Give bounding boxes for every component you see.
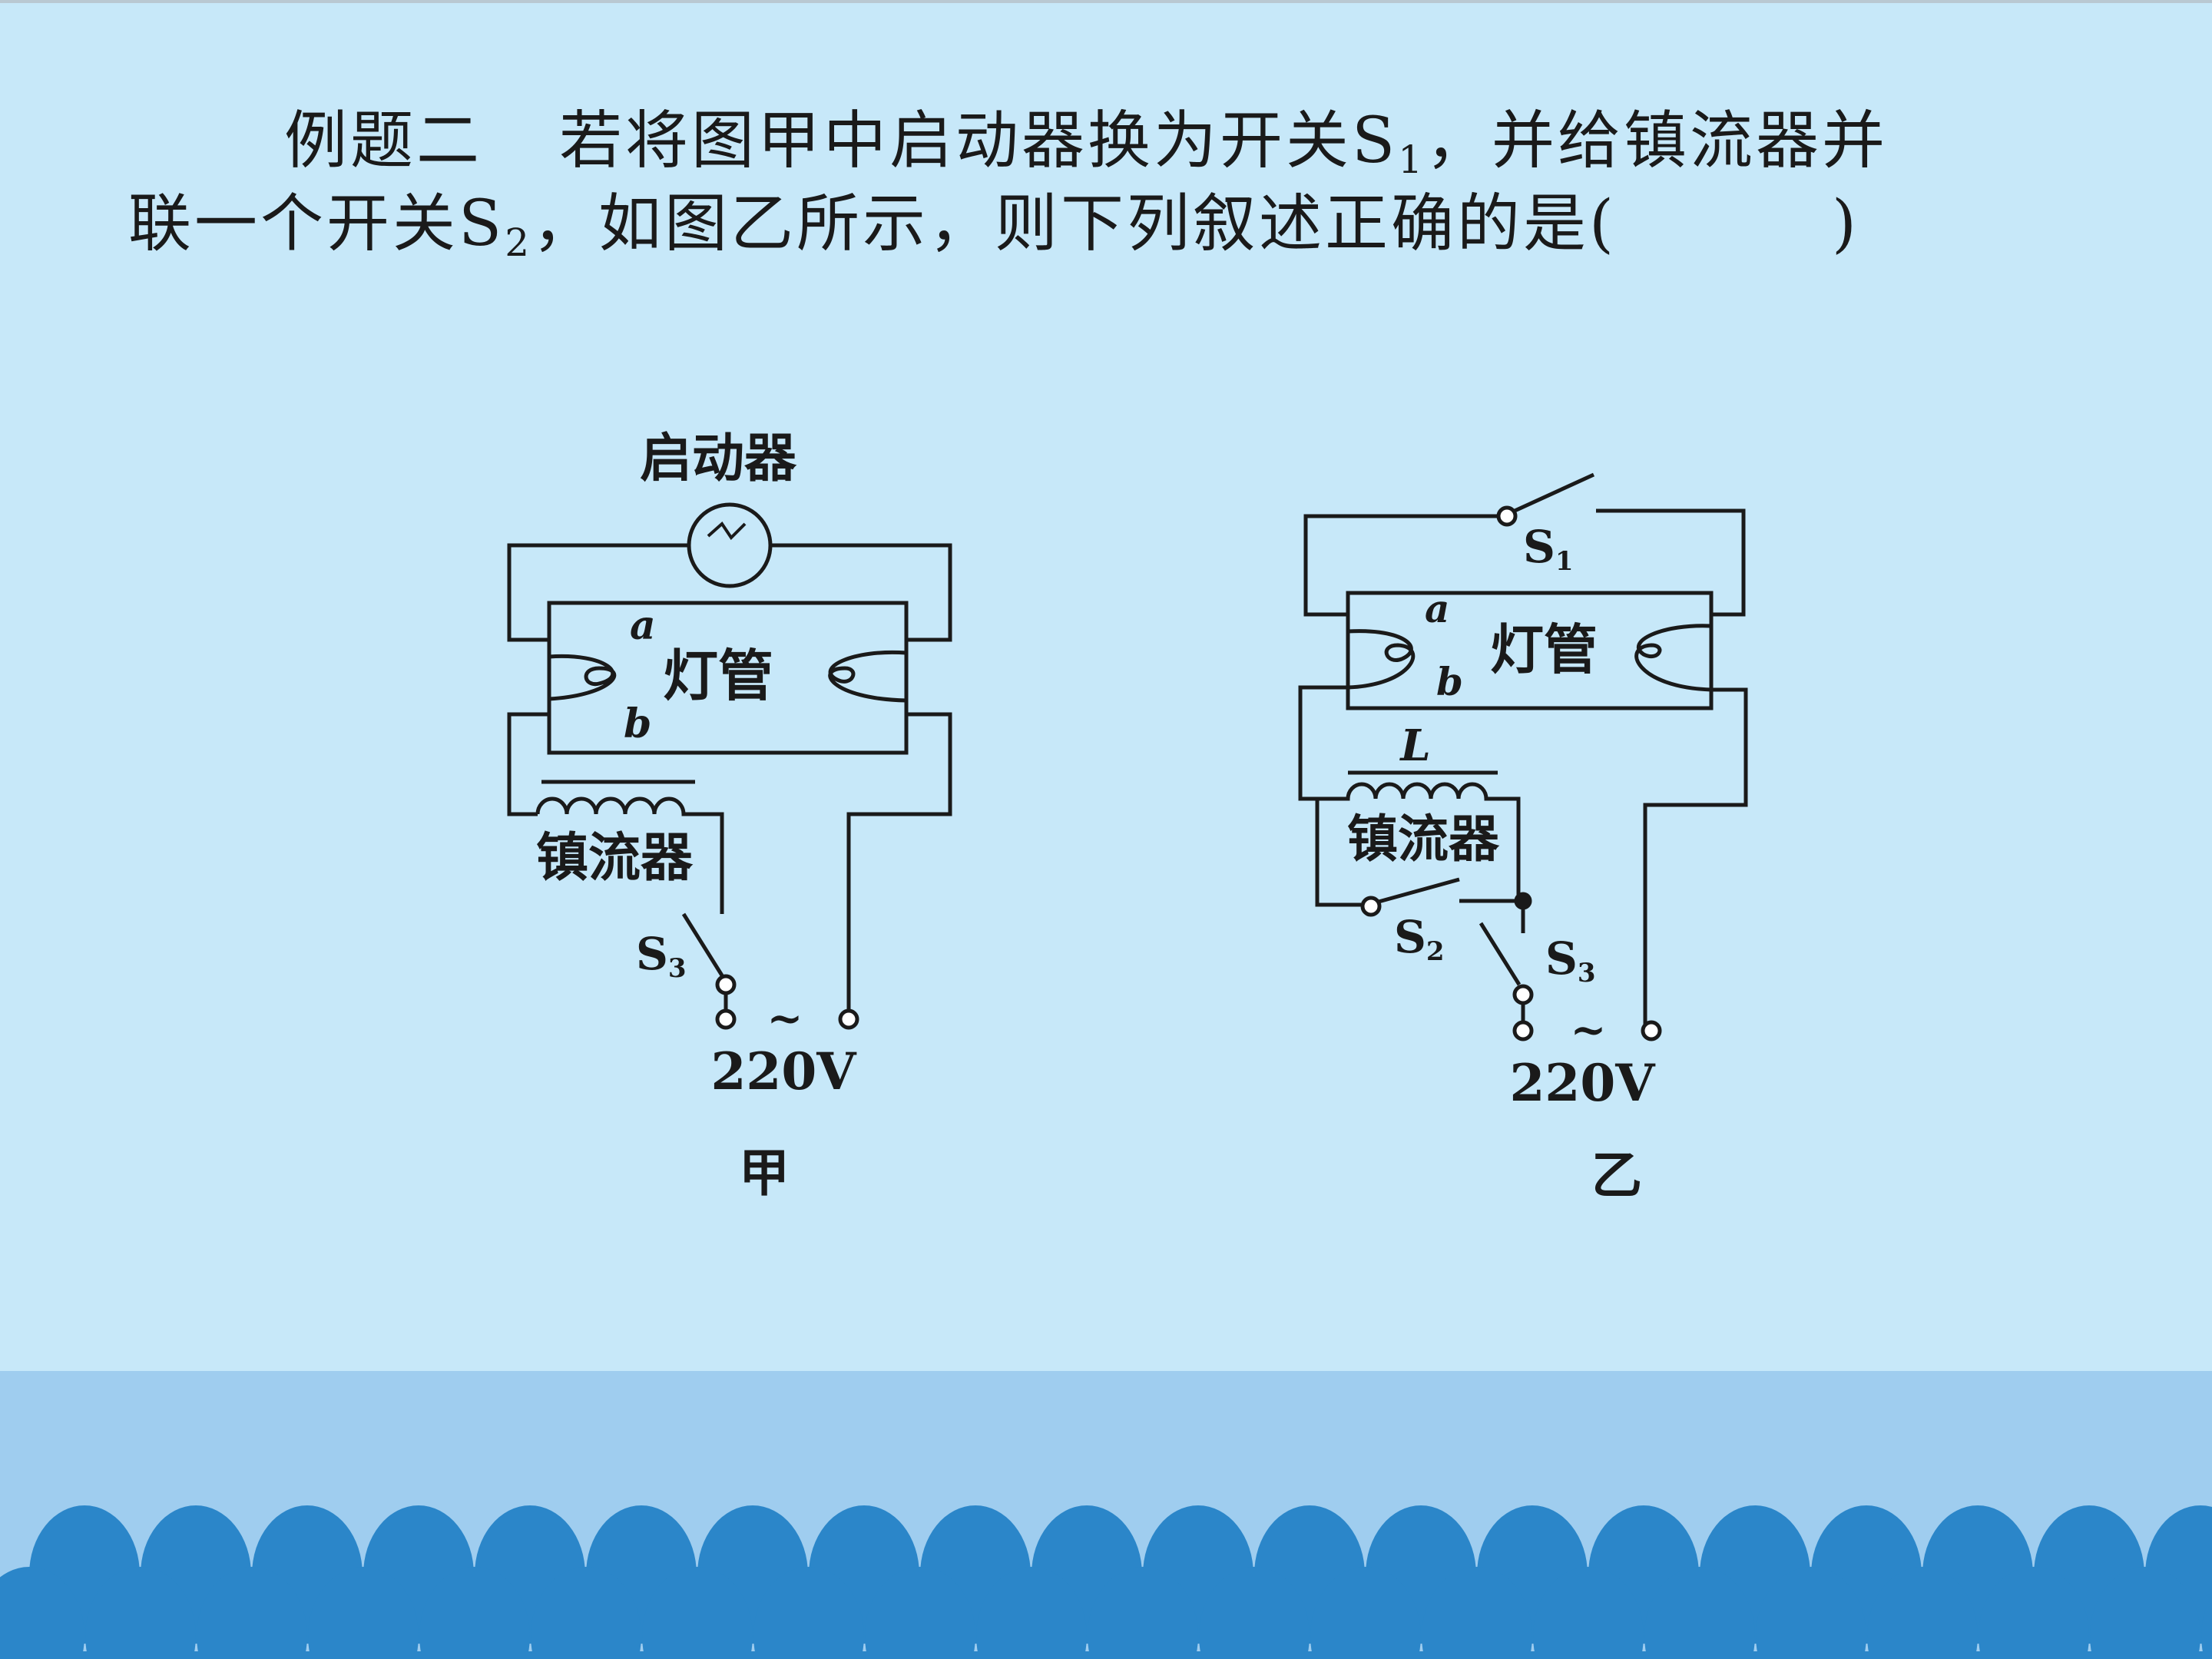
ballast-coil: [1333, 770, 1521, 901]
scallop-shape: [0, 1567, 84, 1659]
terminal-a: a: [630, 602, 656, 649]
question-label: 例题二: [284, 104, 483, 177]
question-line1-b: ，并给镇流器并: [1426, 104, 1889, 177]
scallop-shape: [419, 1567, 530, 1659]
filament-right: [1634, 624, 1712, 692]
switch-s3: [1479, 901, 1662, 1041]
inductor-label: L: [1399, 720, 1430, 771]
scallop-shape: [197, 1567, 307, 1659]
question-line1-a: 若将图甲中启动器换为开关S: [559, 104, 1399, 177]
scallop-shape: [865, 1567, 975, 1659]
filament-left: [1347, 629, 1416, 690]
scallop-shape: [1422, 1567, 1532, 1659]
question-line2-sub: 2: [505, 220, 532, 265]
wire-right-bottom: [1643, 687, 1748, 1025]
switch-s2: [1315, 799, 1532, 917]
ac-symbol: ~: [767, 993, 803, 1044]
ballast-coil: [535, 780, 724, 914]
lamp-tube: [1346, 591, 1714, 710]
tube-label: 灯管: [663, 644, 773, 708]
scallop-shape: [1756, 1567, 1866, 1659]
switch-s3: [681, 912, 859, 1030]
scallop-shape: [976, 1567, 1087, 1659]
scallop-shape: [1199, 1567, 1310, 1659]
question-line2-a: 联一个开关S: [128, 187, 505, 260]
scallop-shape: [1310, 1567, 1421, 1659]
ac-symbol: ~: [1571, 1005, 1607, 1055]
question-line2-end: ): [1832, 187, 1859, 260]
switch-s3-label: S3: [636, 928, 687, 984]
scallop-shape: [1533, 1567, 1644, 1659]
scallop-shape: [2201, 1594, 2212, 1659]
scallop-base: [0, 1651, 2212, 1659]
switch-s1-label: S1: [1523, 521, 1574, 577]
lamp-tube: [547, 601, 909, 755]
question-line2-b: ，如图乙所示，则下列叙述正确的是(: [532, 187, 1617, 260]
scallop-decoration: [0, 1505, 2212, 1659]
scallop-shape: [1867, 1567, 1978, 1659]
scallop-shape: [753, 1567, 864, 1659]
scallop-shape: [1979, 1567, 2089, 1659]
starter-symbol: [687, 502, 773, 588]
top-border: [0, 0, 2212, 3]
terminal-b: b: [1436, 659, 1463, 704]
starter-wire: [507, 543, 689, 642]
wire-right-bottom: [846, 712, 952, 1014]
ballast-label: 镇流器: [536, 828, 694, 889]
switch-s1: [1303, 472, 1746, 617]
caption-jia: 甲: [739, 1144, 790, 1203]
switch-s2-label: S2: [1394, 911, 1445, 967]
voltage-label: 220V: [711, 1041, 858, 1101]
starter-label: 启动器: [640, 429, 797, 489]
voltage-label: 220V: [1510, 1053, 1657, 1113]
wire-left-bottom: [507, 712, 549, 816]
switch-s3-label: S3: [1545, 932, 1596, 988]
scallop-shape: [1644, 1567, 1755, 1659]
ballast-label: 镇流器: [1347, 810, 1500, 869]
tube-label: 灯管: [1490, 618, 1598, 681]
scallop-shape: [2090, 1567, 2200, 1659]
question-text: 例题二 若将图甲中启动器换为开关S1，并给镇流器并 联一个开关S2，如图乙所示，则…: [128, 100, 2066, 266]
filament-left: [548, 654, 617, 701]
starter-wire-right: [770, 543, 952, 642]
question-line1-sub: 1: [1398, 137, 1426, 182]
scallop-shape: [642, 1567, 753, 1659]
diagram-jia: 启动器 a b 灯管 镇流器: [507, 429, 952, 1203]
terminal-b: b: [624, 700, 651, 747]
scallop-shape: [531, 1567, 641, 1659]
diagram-yi: S1 a b 灯管 L 镇流器: [1298, 472, 1748, 1205]
scallop-shape: [308, 1567, 419, 1659]
terminal-a: a: [1425, 586, 1449, 631]
filament-right: [828, 650, 907, 703]
scallop-shape: [85, 1567, 196, 1659]
scallop-shape: [1088, 1567, 1198, 1659]
wire-left-bottom: [1298, 685, 1348, 801]
caption-yi: 乙: [1591, 1146, 1642, 1205]
